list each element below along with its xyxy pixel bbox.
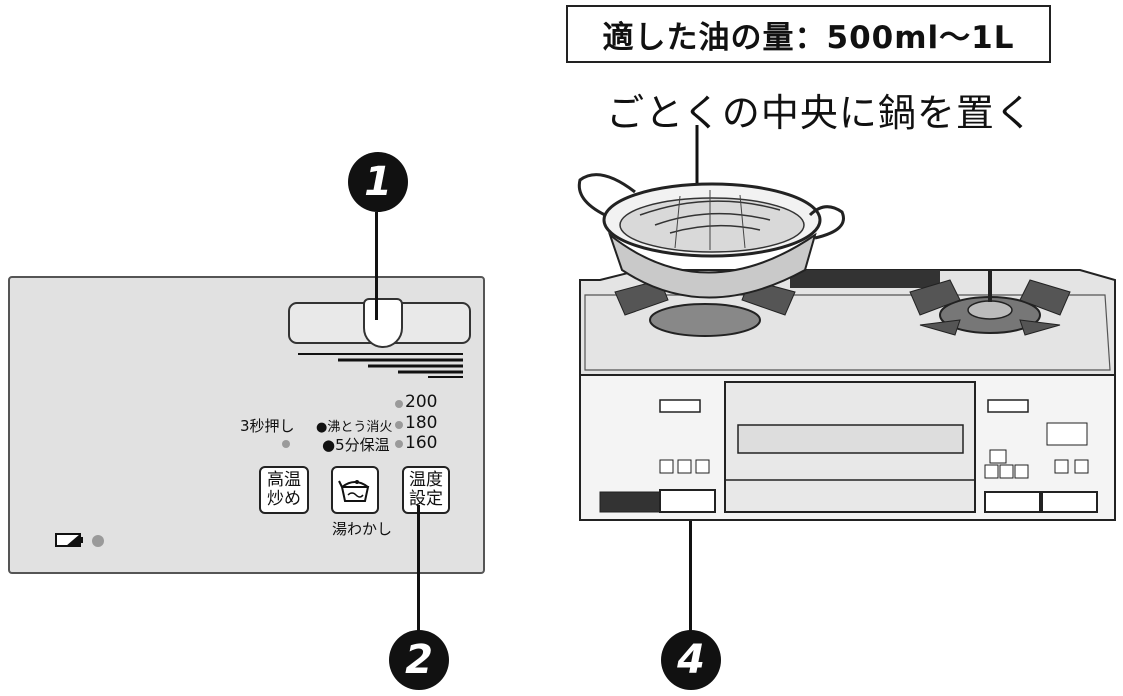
callout-1-leader — [375, 212, 378, 320]
pan-handle-left — [577, 173, 636, 217]
grill-vent — [790, 270, 940, 288]
high-temp-line2: 炒め — [267, 489, 301, 509]
callout-2: 2 — [389, 630, 449, 690]
instruction-text: ごとくの中央に鍋を置く — [606, 91, 1034, 135]
pan-body — [607, 232, 817, 299]
kettle-label: 湯わかし — [332, 520, 393, 538]
front-knob-left — [659, 399, 701, 413]
front-knob-right — [987, 399, 1029, 413]
indicator-dot-3sec — [282, 440, 290, 448]
callout-4: 4 — [661, 630, 721, 690]
kettle-icon — [338, 480, 370, 502]
keep-warm-label: ●5分保温 — [322, 436, 390, 454]
gas-stove-illustration — [577, 125, 1116, 521]
high-temp-line1: 高温 — [267, 470, 301, 490]
high-temp-fry-button[interactable]: 高温 炒め — [259, 466, 309, 514]
indicator-dot-200 — [395, 400, 403, 408]
pan-handle-right — [808, 205, 845, 240]
callout-1: 1 — [348, 152, 408, 212]
indicator-dot-180 — [395, 421, 403, 429]
left-burner — [649, 303, 761, 337]
control-panel: 200 3秒押し ●沸とう消火 180 ●5分保温 160 高温 炒め 湯わかし… — [8, 276, 485, 574]
flame-level-lines — [298, 353, 463, 378]
oil-amount-label: 適した油の量：500ml〜1L — [566, 5, 1051, 63]
burner-knob[interactable] — [363, 298, 403, 348]
battery-icon — [55, 533, 83, 547]
boil-off-label: ●沸とう消火 — [316, 420, 393, 435]
temp-200-label: 200 — [405, 392, 438, 412]
indicator-dot-160 — [395, 440, 403, 448]
kettle-button[interactable] — [331, 466, 379, 514]
temp-setting-line1: 温度 — [409, 470, 443, 490]
callout-4-leader — [689, 499, 692, 631]
temp-setting-line2: 設定 — [409, 489, 443, 509]
callout-2-leader — [417, 505, 420, 632]
oil-surface — [619, 197, 805, 253]
temp-180-label: 180 — [405, 413, 438, 433]
grill-window — [737, 424, 964, 454]
battery-indicator-dot — [92, 535, 104, 547]
temp-setting-button[interactable]: 温度 設定 — [402, 466, 450, 514]
temp-160-label: 160 — [405, 433, 438, 453]
press-3sec-label: 3秒押し — [240, 417, 295, 435]
